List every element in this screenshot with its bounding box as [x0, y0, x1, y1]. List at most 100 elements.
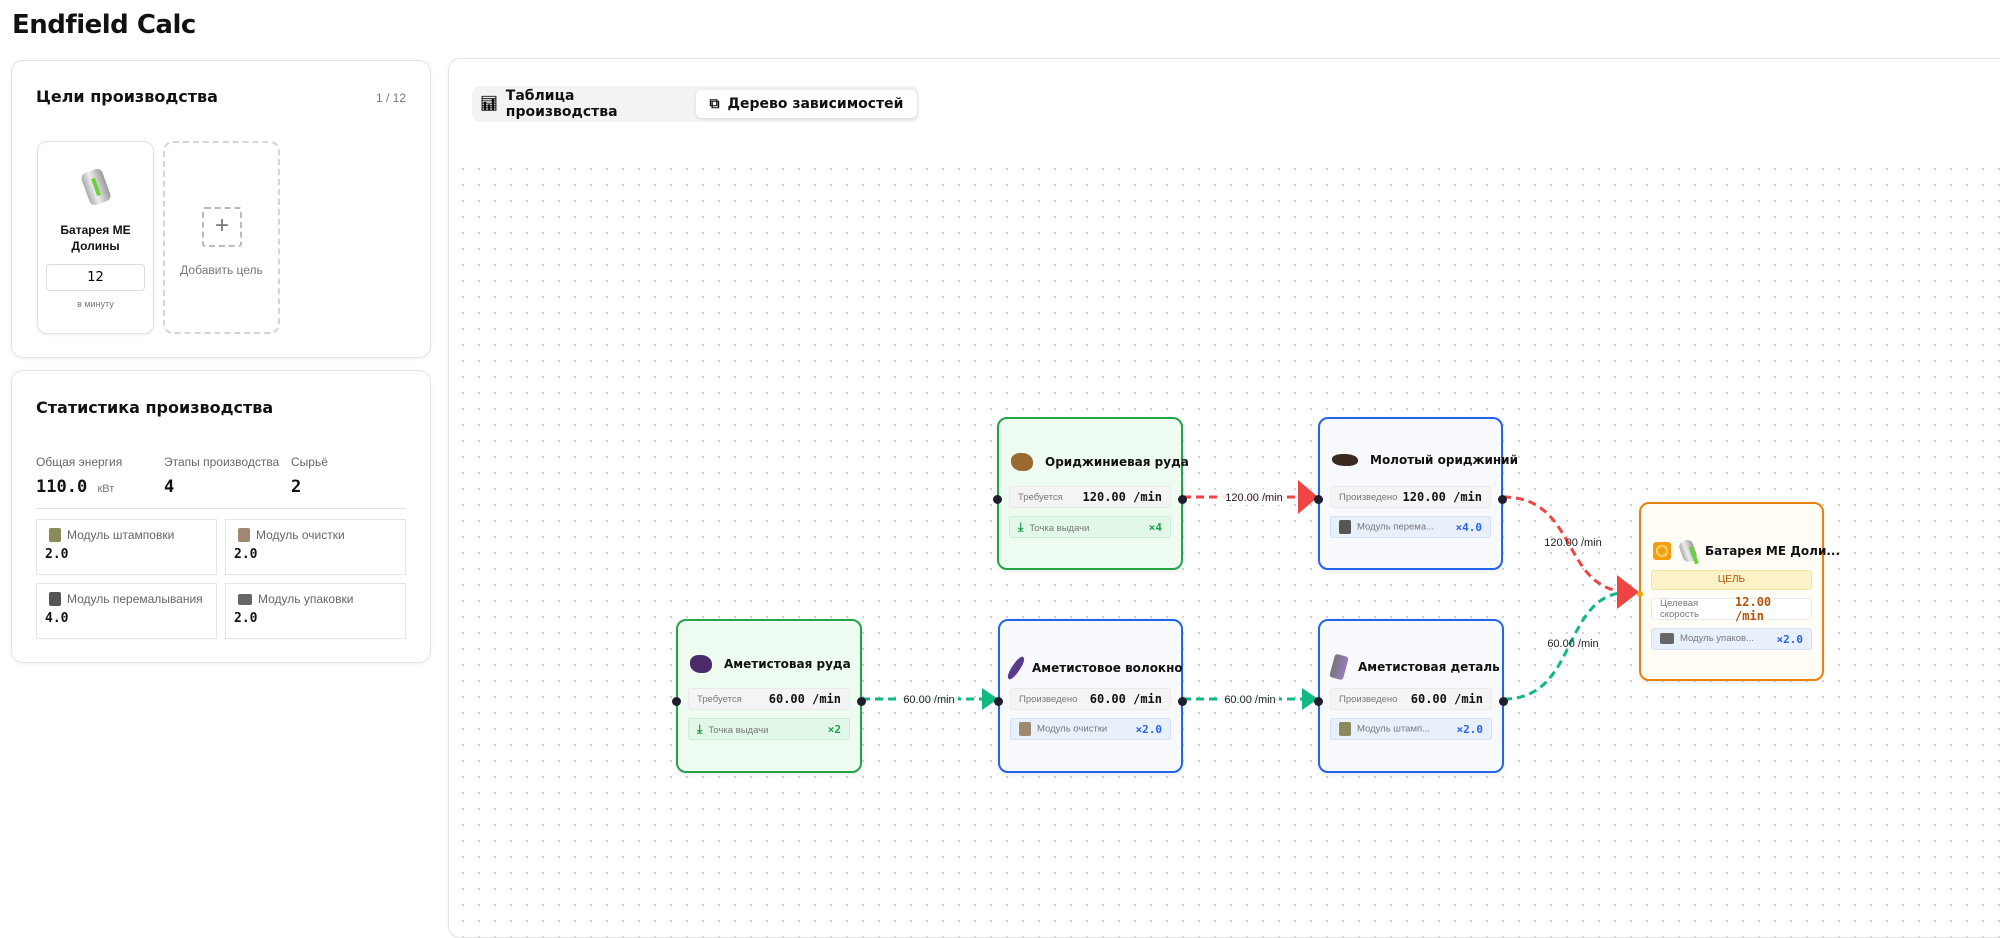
machine-label: Модуль очистки: [1037, 723, 1108, 735]
tab-label: Дерево зависимостей: [727, 96, 904, 112]
input-port[interactable]: [993, 495, 1002, 504]
machine-count: ×4: [1148, 520, 1162, 534]
module-label: Модуль упаковки: [258, 592, 354, 606]
originium-ore-icon: [1011, 453, 1033, 471]
ground-originium-icon: [1332, 454, 1358, 466]
machine-count: ×2.0: [1456, 722, 1484, 736]
row-label: Произведено: [1339, 491, 1398, 503]
row-label: Требуется: [1018, 491, 1063, 503]
module-value: 2.0: [45, 547, 69, 562]
machine-label: Модуль упаков...: [1680, 633, 1755, 645]
module-value: 2.0: [234, 547, 258, 562]
tab-dependency-tree[interactable]: ⧉ Дерево зависимостей: [696, 90, 917, 118]
input-port[interactable]: [672, 697, 681, 706]
view-tabs: 📊︎ Таблица производства ⧉ Дерево зависимос…: [472, 86, 919, 122]
row-rate: 60.00 /min: [1410, 692, 1483, 706]
grinding-module-icon: [49, 592, 61, 606]
machine-label: Точка выдачи: [708, 724, 769, 736]
stats-title: Статистика производства: [36, 398, 274, 417]
module-label: Модуль очистки: [256, 528, 345, 542]
row-rate: 120.00 /min: [1082, 490, 1162, 504]
divider: [36, 508, 406, 509]
row-rate: 12.00 /min: [1735, 595, 1772, 623]
node-amethyst-ore[interactable]: Аметистовая руда Требуется 60.00 /min ⤓ То…: [672, 619, 866, 773]
packing-module-icon: [1660, 633, 1674, 645]
node-title: Ориджиниевая руда: [1045, 455, 1189, 469]
energy-unit: кВт: [97, 483, 115, 495]
battery-icon: [79, 167, 112, 207]
amethyst-fiber-icon: [1005, 655, 1027, 681]
input-port[interactable]: [994, 697, 1003, 706]
row-rate: 120.00 /min: [1402, 490, 1482, 504]
machine-label: Точка выдачи: [1029, 522, 1090, 534]
stamping-module-icon: [49, 528, 61, 542]
tab-production-table[interactable]: 📊︎ Таблица производства: [480, 88, 688, 120]
battery-icon: [1677, 538, 1699, 564]
goals-panel: Цели производства 1 / 12 Батарея МЕ Доли…: [11, 60, 431, 358]
node-title: Аметистовое волокно: [1032, 661, 1183, 675]
energy-number: 110.0: [36, 477, 88, 497]
input-port[interactable]: [1637, 591, 1643, 597]
packing-module-icon: [238, 593, 252, 605]
machine-count: ×4.0: [1455, 520, 1483, 534]
node-goal-battery[interactable]: Батарея МЕ Доли... ЦЕЛЬ Целевая скорость…: [1637, 502, 1840, 681]
main-panel: 📊︎ Таблица производства ⧉ Дерево зависимос…: [448, 58, 2000, 938]
module-value: 4.0: [45, 611, 69, 626]
goals-count: 1 / 12: [375, 91, 406, 105]
goal-card[interactable]: Батарея МЕ Долины в минуту: [37, 141, 154, 334]
module-stat: Модуль очистки 2.0: [225, 519, 406, 575]
node-title: Аметистовая руда: [724, 657, 851, 671]
module-stat: Модуль штамповки 2.0: [36, 519, 217, 575]
goal-unit: в минуту: [77, 299, 114, 309]
grinding-module-icon: [1339, 520, 1351, 534]
machine-label: Модуль перема...: [1357, 521, 1435, 533]
output-port[interactable]: [1498, 495, 1507, 504]
add-goal-button[interactable]: + Добавить цель: [163, 141, 280, 334]
goal-tag: ЦЕЛЬ: [1651, 570, 1812, 590]
machine-label: Модуль штамп...: [1357, 723, 1431, 735]
download-icon: ⤓: [697, 721, 703, 736]
module-value: 2.0: [234, 611, 258, 626]
row-label: Требуется: [697, 693, 742, 705]
row-label: Произведено: [1339, 693, 1398, 705]
refining-module-icon: [238, 528, 250, 542]
energy-value: 110.0 кВт: [36, 477, 114, 497]
target-icon: [1653, 542, 1671, 560]
download-icon: ⤓: [1018, 519, 1024, 534]
refining-module-icon: [1019, 722, 1031, 736]
node-ground-originium[interactable]: Молотый ориджиний Произведено 120.00 /min…: [1314, 417, 1518, 570]
plus-icon: +: [202, 207, 242, 247]
input-port[interactable]: [1314, 495, 1323, 504]
output-port[interactable]: [1178, 697, 1187, 706]
row-rate: 60.00 /min: [768, 692, 841, 706]
stages-label: Этапы производства: [164, 455, 280, 469]
output-port[interactable]: [1178, 495, 1187, 504]
node-originium-ore[interactable]: Ориджиниевая руда Требуется 120.00 /min ⤓…: [993, 417, 1189, 570]
energy-label: Общая энергия: [36, 455, 123, 469]
input-port[interactable]: [1314, 697, 1323, 706]
goal-rate-input[interactable]: [46, 264, 145, 291]
tree-icon: ⧉: [709, 96, 720, 112]
node-title: Молотый ориджиний: [1370, 453, 1519, 467]
amethyst-ore-icon: [690, 655, 712, 673]
machine-count: ×2.0: [1135, 722, 1163, 736]
stages-value: 4: [164, 477, 175, 497]
row-label: Произведено: [1019, 693, 1078, 705]
amethyst-part-icon: [1329, 653, 1349, 681]
tab-label: Таблица производства: [505, 88, 618, 120]
output-port[interactable]: [1499, 697, 1508, 706]
machine-count: ×2: [827, 722, 841, 736]
module-label: Модуль штамповки: [67, 528, 175, 542]
goals-title: Цели производства: [36, 87, 218, 106]
output-port[interactable]: [857, 697, 866, 706]
node-title: Батарея МЕ Доли...: [1705, 544, 1841, 558]
bar-chart-icon: 📊︎: [480, 96, 498, 112]
row-label: Целевая скорость: [1660, 598, 1699, 620]
raw-value: 2: [291, 477, 302, 497]
app-title: Endfield Calc: [12, 10, 196, 40]
machine-count: ×2.0: [1776, 632, 1804, 646]
